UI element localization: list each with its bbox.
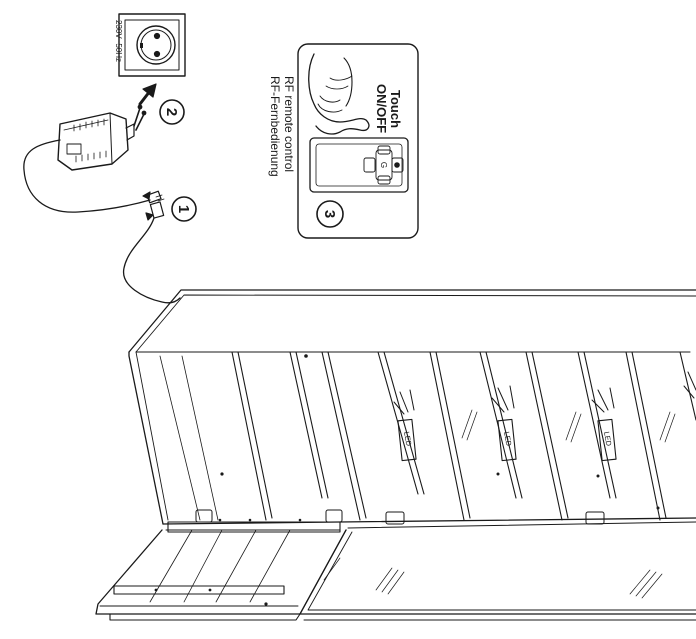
step-2-marker: 2	[159, 99, 185, 125]
led-strip-2: LED	[491, 385, 517, 462]
remote-center-button: G	[379, 162, 388, 168]
led-label-1: LED	[402, 431, 413, 448]
touch-title-line2: ON/OFF	[374, 84, 389, 133]
plug-in-arrow-icon	[138, 83, 157, 106]
step-1-number: 1	[175, 205, 192, 213]
power-adapter-icon	[57, 104, 147, 171]
rf-remote-icon: G	[309, 137, 409, 193]
step-1-marker: 1	[171, 196, 197, 222]
led-strip-1: LED	[393, 389, 417, 462]
step-3-marker: 3	[316, 200, 344, 228]
remote-control-card	[297, 43, 419, 239]
wall-socket-icon	[118, 13, 186, 77]
remote-label-en: RF remote control	[282, 76, 296, 172]
led-cable	[123, 217, 181, 304]
cabinet-illustration: LED LED LED	[95, 289, 696, 621]
remote-label-de: RF-Fernbedienung	[268, 76, 282, 177]
voltage-label: 230V~50Hz	[114, 20, 123, 62]
hinges	[195, 509, 605, 525]
step-2-number: 2	[163, 108, 180, 116]
led-label-2: LED	[502, 431, 513, 448]
adapter-cable	[23, 139, 151, 213]
touch-title-line1: Touch	[388, 90, 403, 128]
step-3-number: 3	[321, 210, 338, 218]
hand-touch-icon	[308, 53, 370, 135]
cable-connector-icon	[142, 190, 165, 221]
cabinet-dividers	[231, 351, 696, 521]
led-label-3: LED	[602, 431, 613, 448]
led-strip-3: LED	[591, 387, 617, 462]
